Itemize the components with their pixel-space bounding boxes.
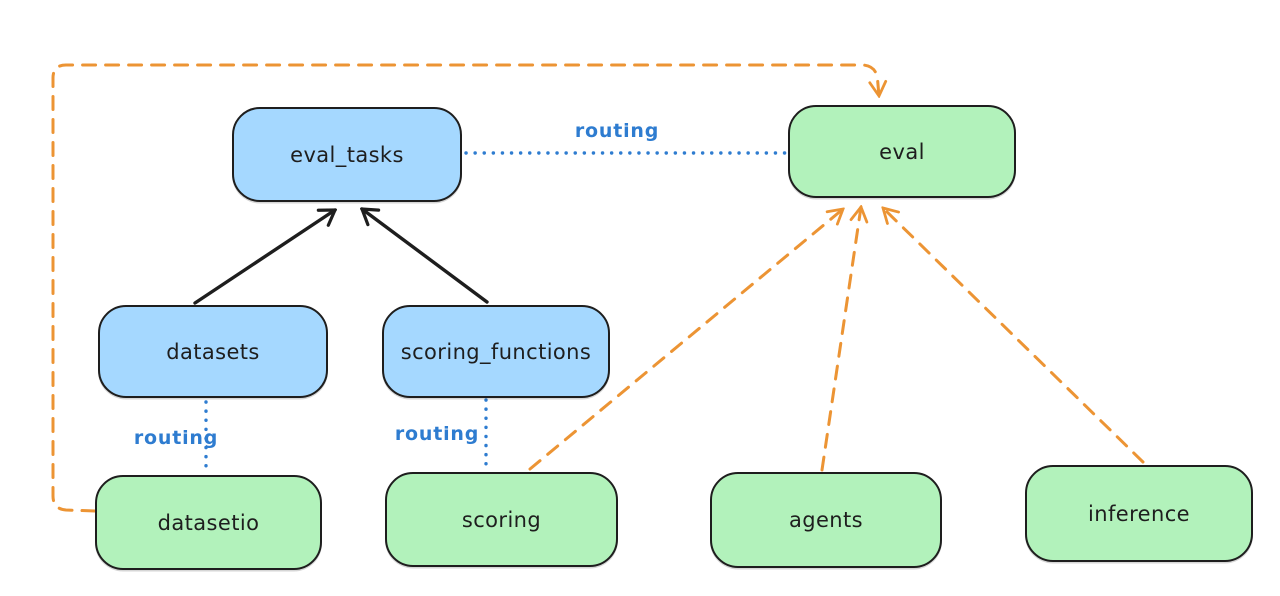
edge-label-routing-scoring-functions-scoring: routing xyxy=(394,423,480,445)
node-inference-label: inference xyxy=(1088,501,1190,526)
node-datasets-label: datasets xyxy=(166,339,260,364)
node-eval-tasks-label: eval_tasks xyxy=(290,142,404,167)
node-datasetio-label: datasetio xyxy=(157,510,260,535)
node-agents: agents xyxy=(710,472,942,568)
edge-inference-to-eval xyxy=(883,208,1145,464)
edge-label-routing-datasets-datasetio: routing xyxy=(133,427,219,449)
node-scoring-functions-label: scoring_functions xyxy=(400,339,592,364)
node-agents-label: agents xyxy=(788,508,863,532)
edge-scoring_functions-to-eval_tasks xyxy=(362,209,489,304)
node-scoring-label: scoring xyxy=(461,507,542,532)
edge-agents-to-eval xyxy=(820,207,861,472)
node-eval-tasks: eval_tasks xyxy=(232,107,462,202)
node-eval: eval xyxy=(788,105,1016,198)
node-scoring: scoring xyxy=(385,472,618,567)
node-scoring-functions: scoring_functions xyxy=(382,305,610,398)
node-inference: inference xyxy=(1025,465,1253,562)
node-eval-label: eval xyxy=(879,139,925,164)
node-datasets: datasets xyxy=(98,305,328,398)
edge-label-routing-eval-tasks-eval: routing xyxy=(574,120,660,142)
node-datasetio: datasetio xyxy=(95,475,322,570)
edge-datasets-to-eval_tasks xyxy=(193,208,335,305)
